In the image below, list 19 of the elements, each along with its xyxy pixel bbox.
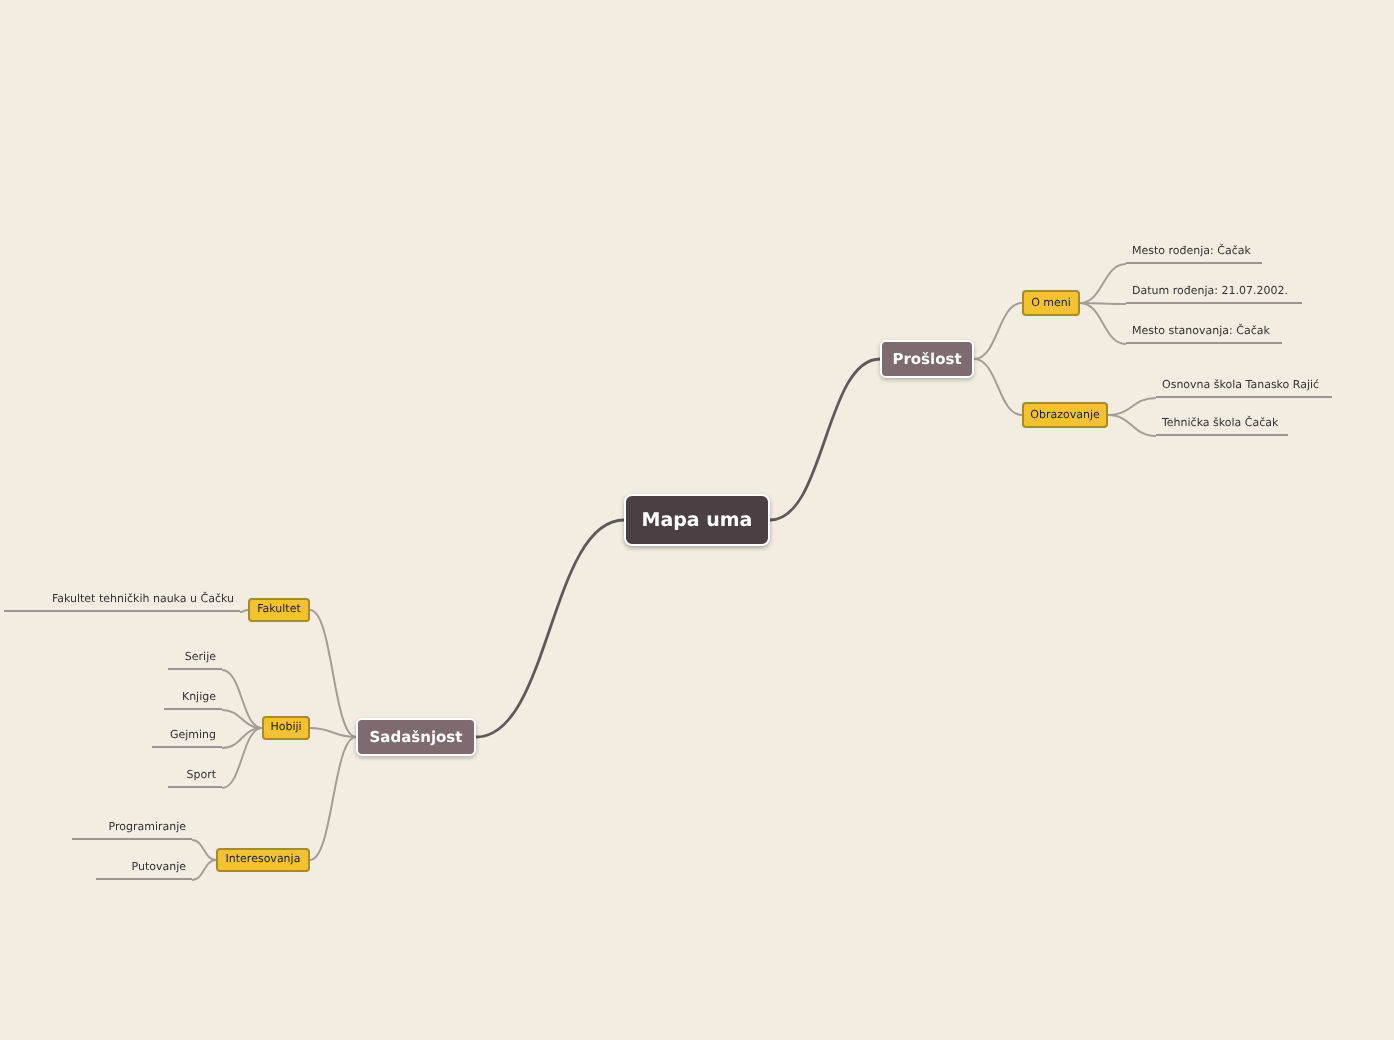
connector-line (973, 358, 1023, 416)
connector-line (221, 709, 263, 729)
connector-line (309, 609, 357, 738)
connector-line (1079, 263, 1127, 304)
central-topic: Mapa uma (624, 494, 770, 546)
connector-line (309, 727, 357, 738)
connector-line (973, 302, 1023, 360)
connector-line (475, 518, 625, 739)
connector-line (221, 727, 263, 789)
connector-line (221, 669, 263, 729)
connector-line (1079, 302, 1127, 305)
connector-line (1079, 302, 1127, 345)
connector-line (191, 859, 217, 881)
connector-line (1107, 414, 1157, 437)
connector-line (191, 839, 217, 861)
connector-line (239, 609, 249, 613)
connector-line (309, 736, 357, 861)
connector-line (221, 727, 263, 749)
connector-line (769, 357, 881, 522)
